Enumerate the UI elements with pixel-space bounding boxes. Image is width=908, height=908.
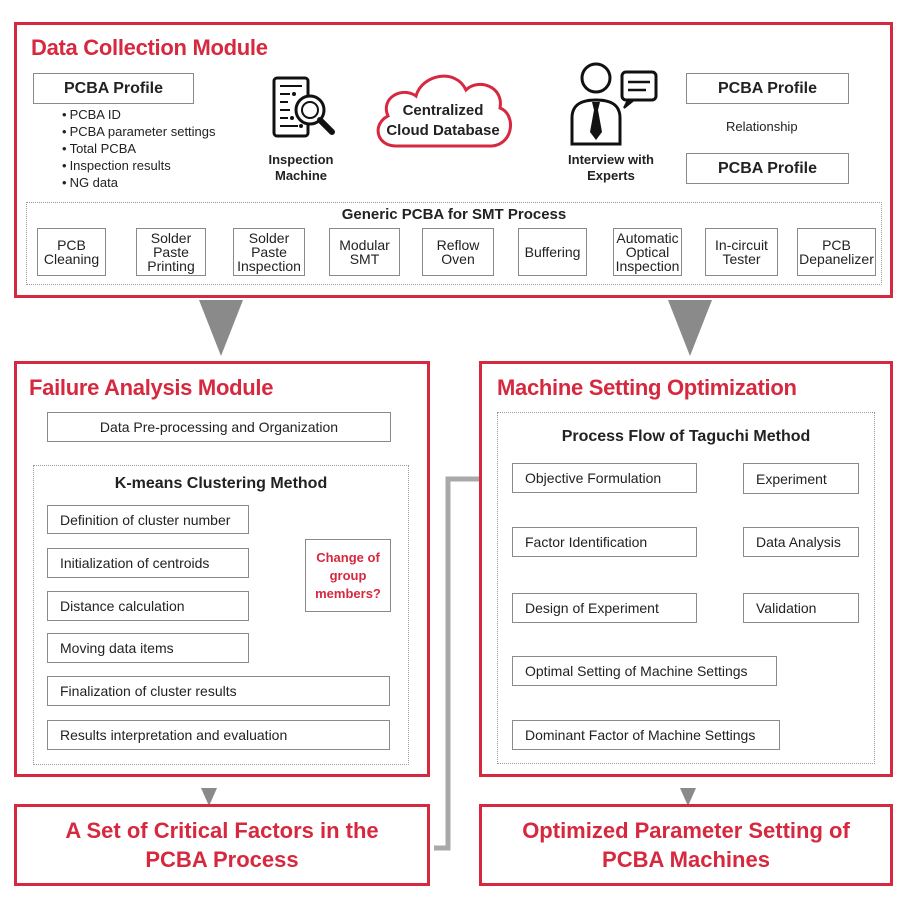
smt-process-container	[26, 202, 882, 285]
kmeans-container	[33, 465, 409, 765]
attribute-parameter-settings: PCBA parameter settings	[62, 123, 262, 140]
failure-analysis-title: Failure Analysis Module	[29, 375, 274, 400]
taguchi-dominant-factor: Dominant Factor of Machine Settings	[512, 720, 780, 750]
smt-step-pcb-depanelizer: PCB Depanelizer	[797, 228, 876, 276]
interview-label: Interview with Experts	[568, 152, 654, 183]
cloud-database-label: Centralized Cloud Database	[386, 102, 500, 139]
data-collection-title: Data Collection Module	[31, 35, 268, 60]
smt-step-buffering: Buffering	[518, 228, 587, 276]
data-preprocessing-box: Data Pre-processing and Organization	[47, 412, 391, 442]
inspection-machine-label: Inspection Machine	[268, 152, 334, 183]
taguchi-container	[497, 412, 875, 764]
smt-step-reflow-oven: Reflow Oven	[422, 228, 494, 276]
machine-setting-module	[479, 361, 893, 777]
attribute-total-pcba: Total PCBA	[62, 140, 262, 157]
taguchi-optimal-setting: Optimal Setting of Machine Settings	[512, 656, 777, 686]
attribute-inspection-results: Inspection results	[62, 157, 262, 174]
critical-factors-result: A Set of Critical Factors in the PCBA Pr…	[14, 804, 430, 886]
smt-process-title: Generic PCBA for SMT Process	[341, 206, 567, 223]
attribute-ng-data: NG data	[62, 174, 262, 191]
taguchi-design-of-experiment: Design of Experiment	[512, 593, 697, 623]
attribute-pcba-id: PCBA ID	[62, 106, 262, 123]
kmeans-step-initialization: Initialization of centroids	[47, 548, 249, 578]
smt-step-in-circuit-tester: In-circuit Tester	[705, 228, 778, 276]
expert-icon	[566, 60, 662, 148]
pcba-profile-right-bottom: PCBA Profile	[686, 153, 849, 184]
taguchi-factor-identification: Factor Identification	[512, 527, 697, 557]
inspection-machine-icon	[268, 74, 340, 146]
taguchi-experiment: Experiment	[743, 463, 859, 494]
smt-step-automatic-optical-inspection: Automatic Optical Inspection	[613, 228, 682, 276]
change-of-group-decision: Change of group members?	[305, 539, 391, 612]
pcba-attribute-list: PCBA ID PCBA parameter settings Total PC…	[62, 106, 262, 191]
cloud-icon	[366, 58, 518, 158]
optimized-parameter-result: Optimized Parameter Setting of PCBA Mach…	[479, 804, 893, 886]
smt-step-solder-paste-inspection: Solder Paste Inspection	[233, 228, 305, 276]
pcba-profile-right-top: PCBA Profile	[686, 73, 849, 104]
taguchi-objective-formulation: Objective Formulation	[512, 463, 697, 493]
kmeans-step-definition: Definition of cluster number	[47, 505, 249, 534]
machine-setting-title: Machine Setting Optimization	[497, 375, 797, 400]
smt-step-solder-paste-printing: Solder Paste Printing	[136, 228, 206, 276]
taguchi-title: Process Flow of Taguchi Method	[561, 428, 811, 445]
kmeans-step-moving: Moving data items	[47, 633, 249, 663]
taguchi-validation: Validation	[743, 593, 859, 623]
smt-step-modular-smt: Modular SMT	[329, 228, 400, 276]
kmeans-step-distance: Distance calculation	[47, 591, 249, 621]
smt-step-pcb-cleaning: PCB Cleaning	[37, 228, 106, 276]
pcba-profile-left: PCBA Profile	[33, 73, 194, 104]
taguchi-data-analysis: Data Analysis	[743, 527, 859, 557]
kmeans-step-interpretation: Results interpretation and evaluation	[47, 720, 390, 750]
kmeans-step-finalization: Finalization of cluster results	[47, 676, 390, 706]
relationship-label: Relationship	[726, 119, 798, 134]
kmeans-title: K-means Clustering Method	[114, 475, 328, 492]
